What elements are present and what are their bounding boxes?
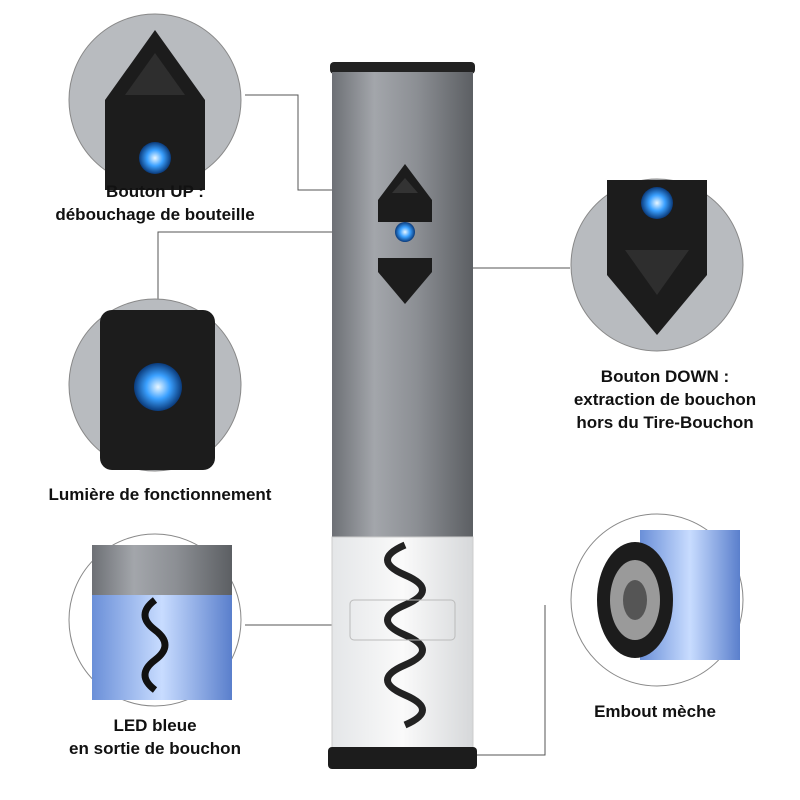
- label-up-title: Bouton UP :: [106, 182, 204, 201]
- label-down-title: Bouton DOWN :: [600, 367, 730, 386]
- zoom-tip: [570, 513, 744, 687]
- label-down-desc1: extraction de bouchon: [573, 390, 757, 409]
- label-led-title: LED bleue: [113, 716, 197, 735]
- zoom-light: [68, 298, 242, 472]
- zoom-up-button: [68, 13, 242, 190]
- zoom-down-button: [570, 178, 744, 352]
- label-tip: Embout mèche: [594, 702, 716, 721]
- label-light: Lumière de fonctionnement: [48, 485, 272, 504]
- label-down-desc2: hors du Tire-Bouchon: [576, 413, 754, 432]
- wine-opener: [328, 62, 477, 769]
- zoom-led: [68, 533, 242, 707]
- label-up-desc: débouchage de bouteille: [55, 205, 255, 224]
- label-led-desc: en sortie de bouchon: [69, 739, 241, 758]
